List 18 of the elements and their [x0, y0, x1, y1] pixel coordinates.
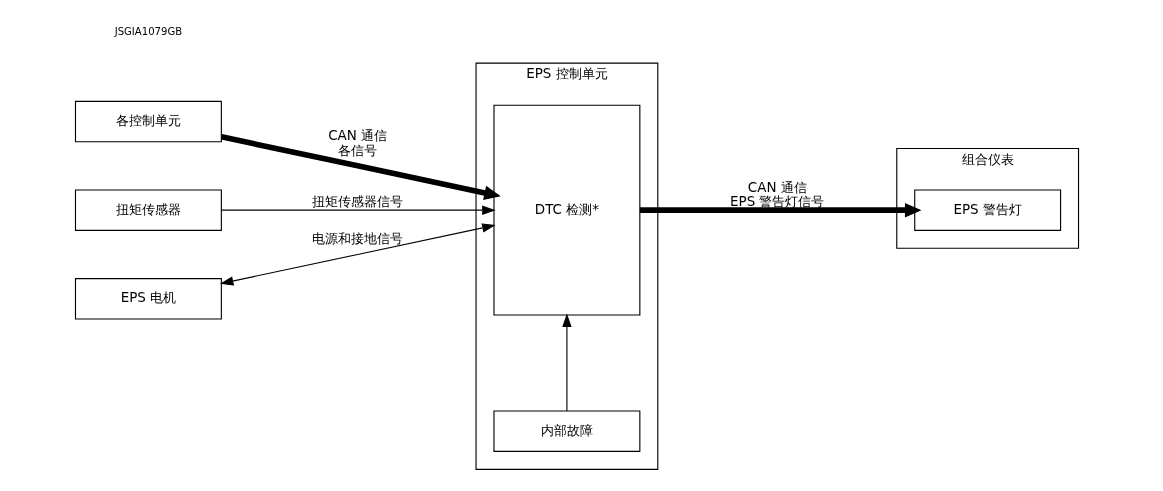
node-box: DTC 检测*: [493, 104, 641, 316]
edge-label: 扭矩传感器信号: [312, 194, 404, 210]
node-box: 内部故障: [493, 410, 641, 452]
arrow: [221, 205, 496, 215]
edge-label: 各信号: [338, 142, 378, 158]
edge-label: 电源和接地信号: [312, 231, 404, 247]
arrow: [640, 202, 922, 218]
node-box: EPS 警告灯: [914, 189, 1062, 231]
arrow: [221, 134, 501, 200]
label: JSGIA1079GB: [114, 26, 183, 38]
node-box: EPS 电机: [74, 278, 222, 320]
node-box: 扭矩传感器: [74, 189, 222, 231]
node-box: 各控制单元: [74, 100, 222, 143]
arrow: [562, 313, 572, 412]
edge-label: CAN 通信: [328, 128, 388, 144]
edge-label: EPS 警告灯信号: [730, 194, 825, 210]
arrow: [219, 223, 496, 286]
edge-label: CAN 通信: [747, 179, 807, 195]
